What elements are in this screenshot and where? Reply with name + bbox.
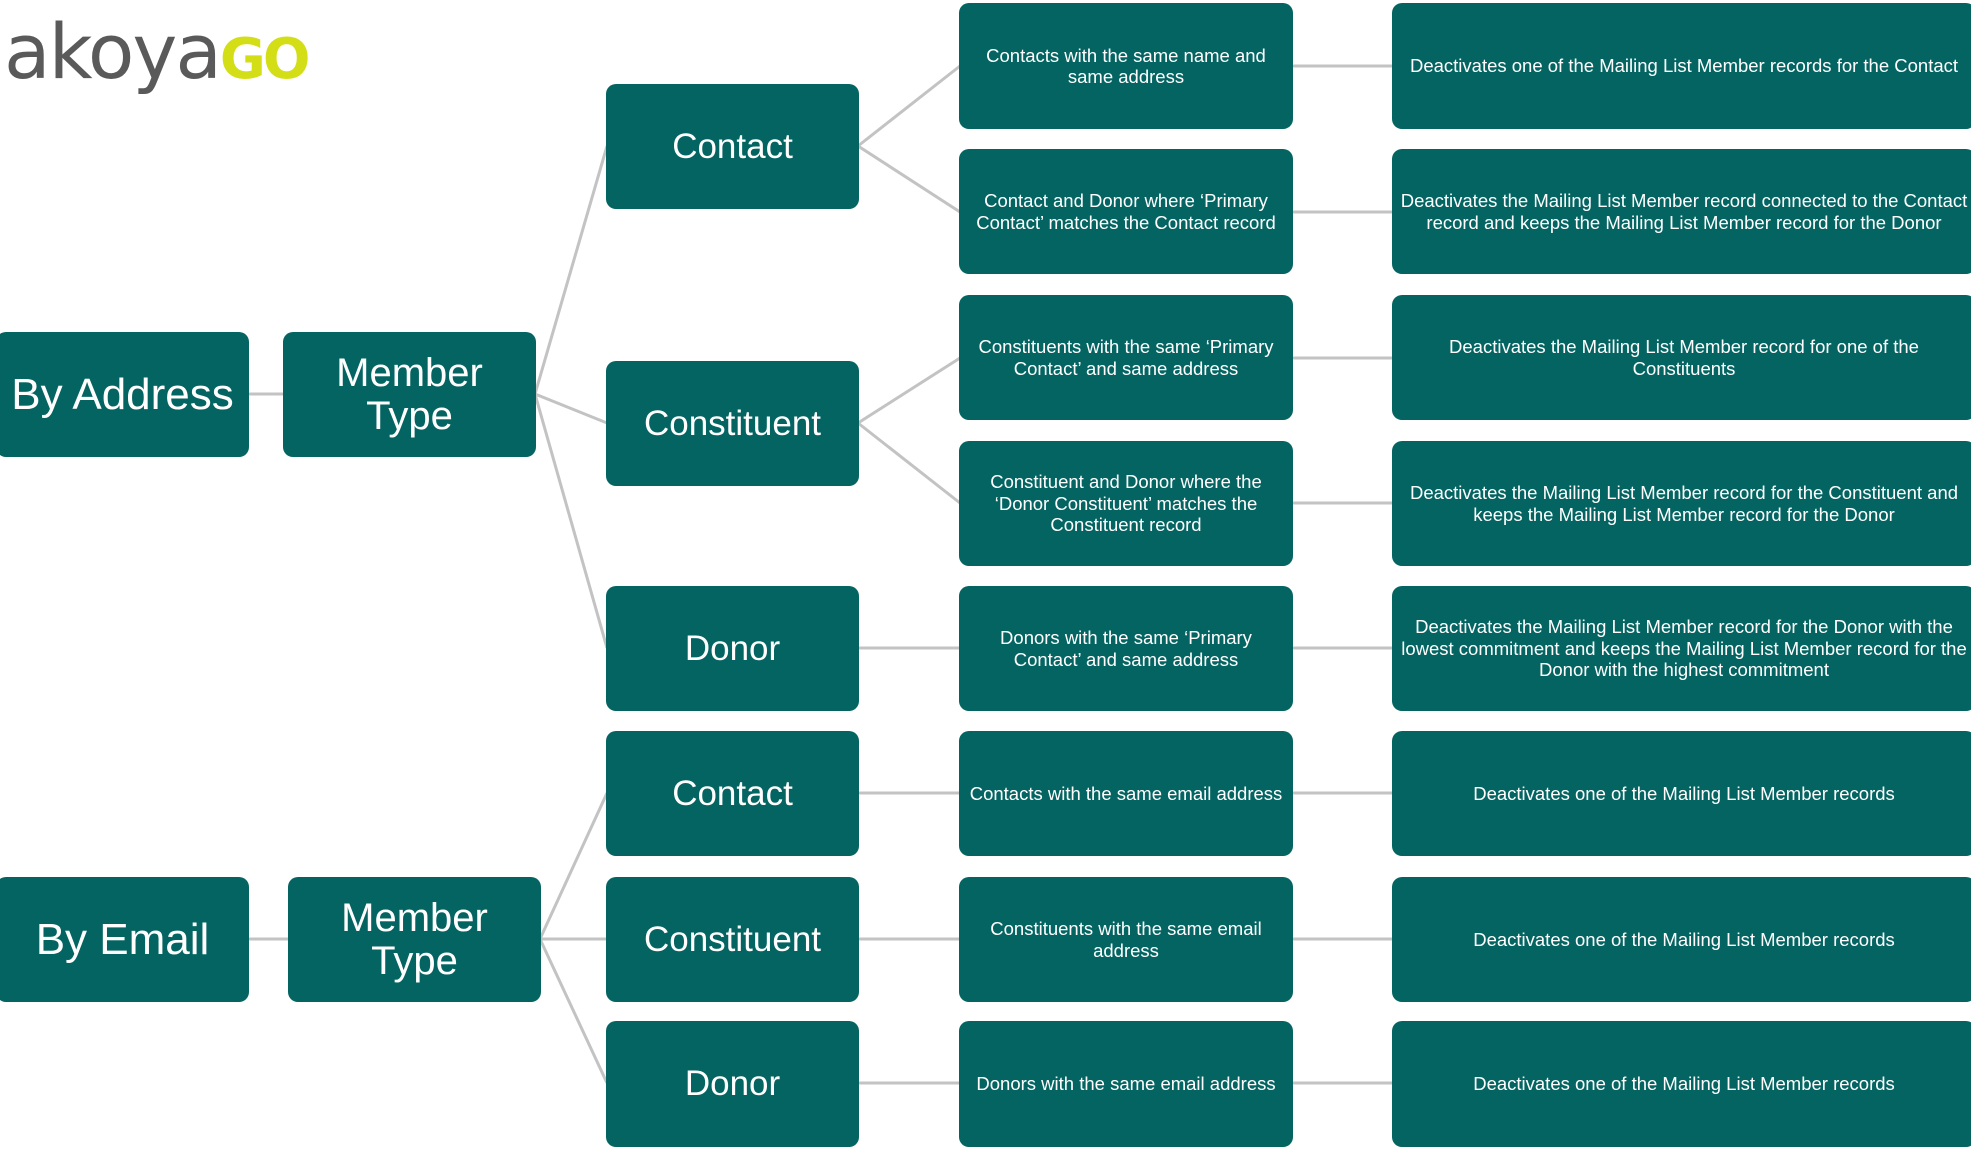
criteria-node: Contact and Donor where ‘Primary Contact… — [959, 149, 1293, 274]
member-type-node: Member Type — [283, 332, 536, 457]
action-node: Deactivates the Mailing List Member reco… — [1392, 295, 1971, 420]
connector-line — [538, 938, 609, 1084]
criteria-node: Constituent and Donor where the ‘Donor C… — [959, 441, 1293, 566]
criteria-node: Constituents with the same ‘Primary Cont… — [959, 295, 1293, 420]
action-node: Deactivates the Mailing List Member reco… — [1392, 586, 1971, 711]
constituent-node: Constituent — [606, 877, 859, 1002]
connector-line — [538, 792, 609, 940]
criteria-node: Donors with the same email address — [959, 1021, 1293, 1147]
connector-line — [857, 64, 961, 148]
contact-node: Contact — [606, 731, 859, 856]
logo-accent-text: GO — [219, 27, 311, 92]
connector-line — [857, 421, 961, 505]
action-node: Deactivates one of the Mailing List Memb… — [1392, 1021, 1971, 1147]
member-type-node: Member Type — [288, 877, 541, 1002]
connector-line — [534, 392, 608, 425]
action-node: Deactivates the Mailing List Member reco… — [1392, 441, 1971, 566]
connector-line — [533, 145, 609, 395]
action-node: Deactivates one of the Mailing List Memb… — [1392, 3, 1971, 129]
action-node: Deactivates one of the Mailing List Memb… — [1392, 731, 1971, 856]
constituent-node: Constituent — [606, 361, 859, 486]
action-node: Deactivates one of the Mailing List Memb… — [1392, 877, 1971, 1002]
by-email-node: By Email — [0, 877, 249, 1002]
criteria-node: Donors with the same ‘Primary Contact’ a… — [959, 586, 1293, 711]
contact-node: Contact — [606, 84, 859, 209]
donor-node: Donor — [606, 586, 859, 711]
connector-line — [533, 393, 609, 649]
by-address-node: By Address — [0, 332, 249, 457]
connector-line — [857, 356, 961, 425]
action-node: Deactivates the Mailing List Member reco… — [1392, 149, 1971, 274]
donor-node: Donor — [606, 1021, 859, 1147]
logo-main-text: akoya — [4, 7, 222, 96]
criteria-node: Constituents with the same email address — [959, 877, 1293, 1002]
criteria-node: Contacts with the same email address — [959, 731, 1293, 856]
criteria-node: Contacts with the same name and same add… — [959, 3, 1293, 129]
connector-line — [857, 144, 961, 214]
akoyago-logo: akoyaGO — [4, 12, 311, 93]
